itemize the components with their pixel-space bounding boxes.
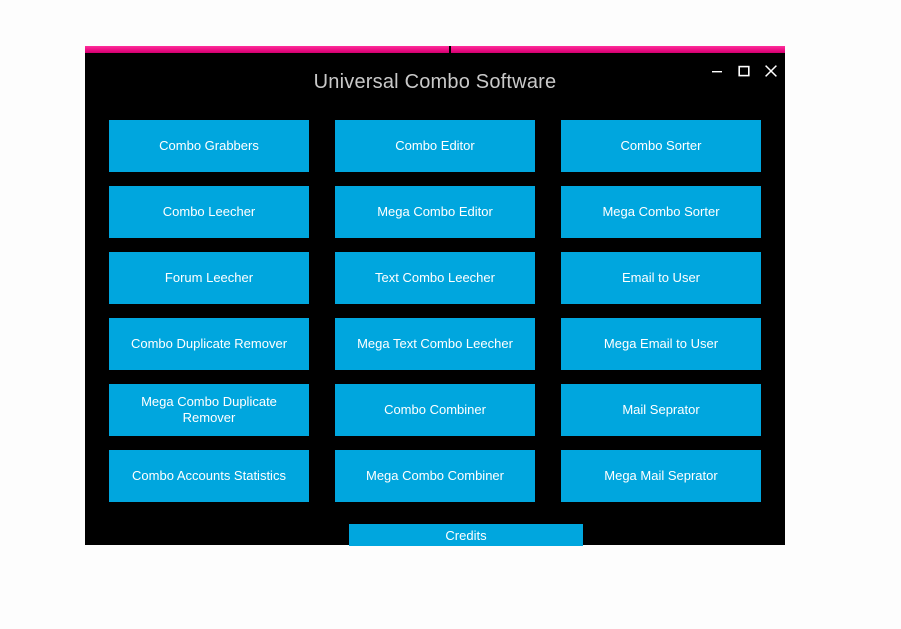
tool-button-mega-combo-duplicate-remover[interactable]: Mega Combo Duplicate Remover (109, 384, 309, 436)
tool-button-combo-accounts-statistics[interactable]: Combo Accounts Statistics (109, 450, 309, 502)
tool-button-combo-duplicate-remover[interactable]: Combo Duplicate Remover (109, 318, 309, 370)
title-bar: Universal Combo Software (85, 53, 785, 101)
tool-button-combo-combiner[interactable]: Combo Combiner (335, 384, 535, 436)
window-controls (708, 62, 780, 80)
minimize-button[interactable] (708, 62, 726, 80)
tool-button-mail-seprator[interactable]: Mail Seprator (561, 384, 761, 436)
maximize-icon (738, 65, 750, 77)
tool-button-grid: Combo Grabbers Combo Editor Combo Sorter… (85, 120, 785, 502)
tool-button-email-to-user[interactable]: Email to User (561, 252, 761, 304)
tool-button-mega-mail-seprator[interactable]: Mega Mail Seprator (561, 450, 761, 502)
tool-button-forum-leecher[interactable]: Forum Leecher (109, 252, 309, 304)
tool-button-text-combo-leecher[interactable]: Text Combo Leecher (335, 252, 535, 304)
tool-button-combo-editor[interactable]: Combo Editor (335, 120, 535, 172)
maximize-button[interactable] (735, 62, 753, 80)
tool-button-combo-grabbers[interactable]: Combo Grabbers (109, 120, 309, 172)
application-window: Universal Combo Software Combo Grabbers … (85, 46, 785, 546)
credits-button[interactable]: Credits (349, 524, 583, 546)
accent-strip-left-segment (85, 46, 449, 53)
accent-strip (85, 46, 785, 53)
page-title: Universal Combo Software (313, 71, 557, 93)
tool-button-mega-combo-editor[interactable]: Mega Combo Editor (335, 186, 535, 238)
tool-button-mega-email-to-user[interactable]: Mega Email to User (561, 318, 761, 370)
credits-row: Credits (85, 524, 785, 546)
tool-button-combo-sorter[interactable]: Combo Sorter (561, 120, 761, 172)
close-icon (764, 64, 778, 78)
close-button[interactable] (762, 62, 780, 80)
tool-button-combo-leecher[interactable]: Combo Leecher (109, 186, 309, 238)
tool-button-mega-text-combo-leecher[interactable]: Mega Text Combo Leecher (335, 318, 535, 370)
minimize-icon (711, 65, 723, 77)
accent-strip-divider (449, 46, 451, 53)
tool-button-mega-combo-combiner[interactable]: Mega Combo Combiner (335, 450, 535, 502)
tool-button-mega-combo-sorter[interactable]: Mega Combo Sorter (561, 186, 761, 238)
accent-strip-right-segment (451, 46, 785, 53)
